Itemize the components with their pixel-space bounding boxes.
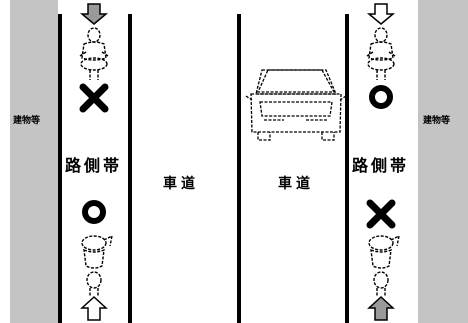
road-label-left: 車道 [163,176,199,192]
circle-mark [369,85,393,109]
cyclist-icon [368,234,400,296]
up-arrow-icon [367,295,395,321]
building-label-right: 建物等 [423,116,451,126]
lane-line-left-outer [58,14,62,323]
cyclist-icon [79,27,109,80]
cyclist-icon [81,234,113,296]
up-arrow-icon [80,295,108,321]
cross-mark [79,83,109,113]
road-label-right: 車道 [278,176,314,192]
down-arrow-icon [366,3,396,25]
down-arrow-icon [79,3,109,25]
sidewalk-label-left: 路側帯 [65,156,123,175]
lane-line-left-inner [128,14,132,323]
sidewalk-label-right: 路側帯 [352,156,410,175]
cross-mark [366,199,396,229]
cyclist-icon [366,27,396,80]
building-area-right [418,0,468,323]
lane-line-center [237,14,241,323]
building-label-left: 建物等 [13,116,41,126]
circle-mark [82,200,106,224]
lane-line-right-inner [345,14,349,323]
building-area-left [10,0,58,323]
car-icon [245,69,347,141]
